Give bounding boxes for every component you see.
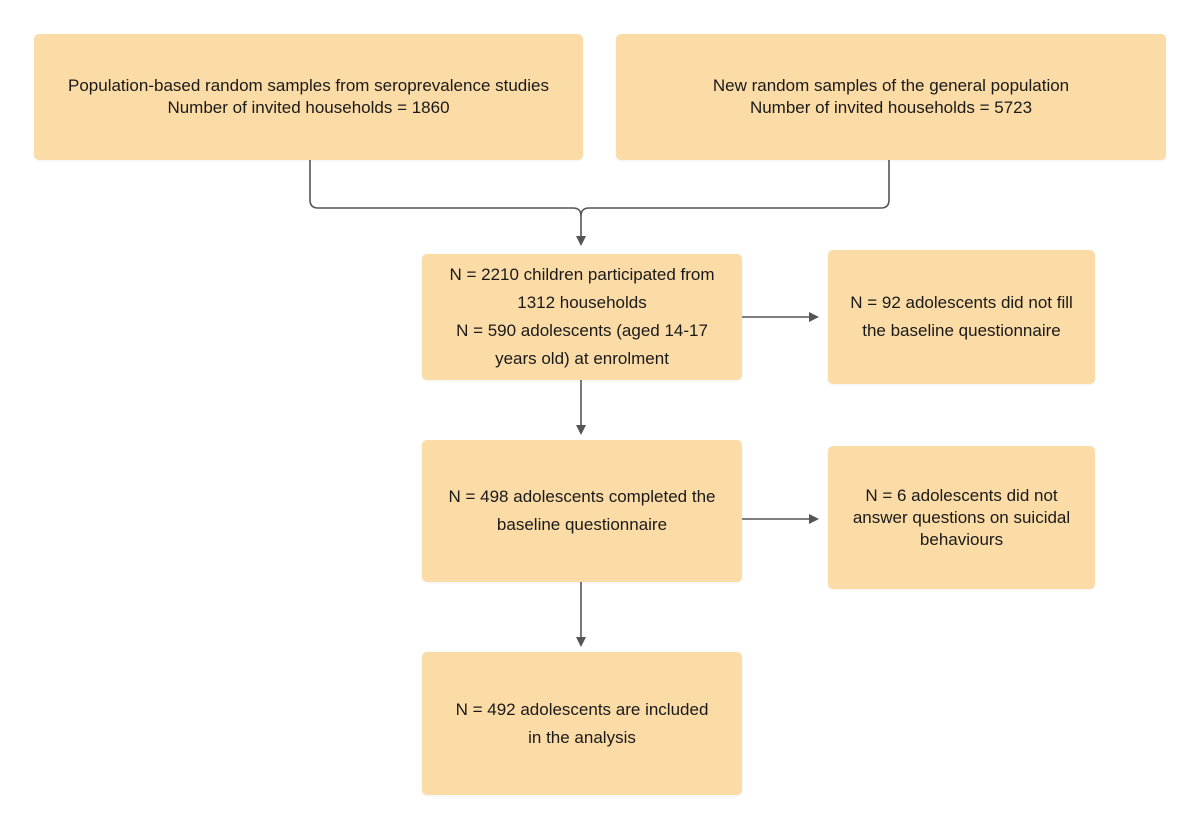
enrolment-box: N = 2210 children participated from 1312… <box>422 254 742 380</box>
box-text-line: N = 498 adolescents completed the <box>448 487 716 506</box>
box-text-line: answer questions on suicidal <box>852 507 1071 527</box>
box-text-line: Number of invited households = 1860 <box>167 98 450 117</box>
box-text-line: New random samples of the general popula… <box>712 76 1070 95</box>
box-text-line: baseline questionnaire <box>496 515 668 534</box>
box-text-line: N = 2210 children participated from <box>449 265 715 284</box>
general-population-samples-box: New random samples of the general popula… <box>616 34 1166 160</box>
merge-connector <box>309 160 586 246</box>
box-text-line: in the analysis <box>528 727 636 747</box>
box-text-line: N = 492 adolescents are included <box>455 699 709 719</box>
box-text-line: the baseline questionnaire <box>862 321 1061 340</box>
seroprevalence-samples-box: Population-based random samples from ser… <box>34 34 583 160</box>
analysis-box: N = 492 adolescents are included in the … <box>422 652 742 795</box>
box-text-line: years old) at enrolment <box>495 349 669 368</box>
box-text-line: Population-based random samples from ser… <box>68 76 549 95</box>
box-text-line: 1312 households <box>517 293 647 312</box>
box-text-line: N = 6 adolescents did not <box>865 485 1058 505</box>
completed-baseline-box: N = 498 adolescents completed the baseli… <box>422 440 742 582</box>
box-text-line: Number of invited households = 5723 <box>749 98 1033 117</box>
box-text-line: N = 590 adolescents (aged 14-17 <box>456 321 708 340</box>
box-text-line: N = 92 adolescents did not fill <box>850 293 1073 312</box>
box-text-line: behaviours <box>919 529 1004 549</box>
excluded-no-baseline-box: N = 92 adolescents did not fill the base… <box>828 250 1095 384</box>
excluded-no-suicidal-answers-box: N = 6 adolescents did not answer questio… <box>828 446 1095 589</box>
merge-connector-right <box>580 160 890 217</box>
